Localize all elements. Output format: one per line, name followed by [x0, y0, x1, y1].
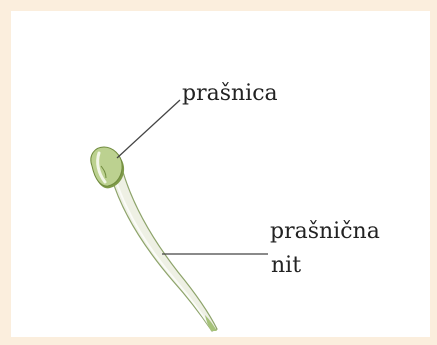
anther-leader-line: [117, 100, 180, 158]
filament-label-line2: nit: [271, 254, 301, 278]
filament-label-line1: prašnična: [270, 220, 380, 244]
anther-label: prašnica: [182, 82, 278, 106]
filament-shape: [111, 172, 217, 331]
anther-shape: [91, 147, 122, 186]
